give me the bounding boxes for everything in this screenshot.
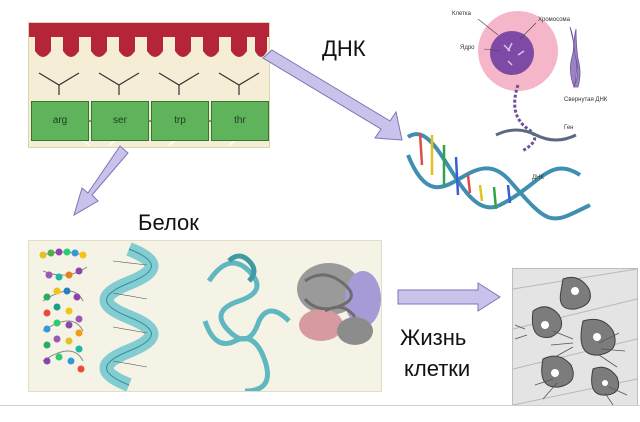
amino-acid-ser: ser (91, 101, 149, 141)
cell-life-label-line1: Жизнь (400, 325, 467, 350)
translation-diagram: arg ser trp thr (28, 22, 270, 148)
dna-structure-illustration: Клетка Хромосома Ядро Свернутая ДНК Ген … (400, 5, 607, 235)
arrow-to-dna (262, 49, 403, 141)
cell-life-micrograph (512, 268, 638, 406)
tertiary-structure (202, 253, 291, 394)
secondary-structure-helix (99, 242, 159, 392)
double-helix (406, 128, 591, 221)
amino-acid-trp: trp (151, 101, 209, 141)
dna-caption: ДНК (532, 175, 544, 181)
arrow-to-cell-life (397, 282, 501, 312)
amino-acid-thr: thr (211, 101, 269, 141)
trna-row (29, 23, 269, 146)
gene-caption: Ген (564, 125, 574, 131)
quaternary-structure (297, 263, 381, 345)
protein-structures-panel (28, 240, 382, 394)
protein-label: Белок (138, 210, 199, 235)
nucleus-caption: Ядро (460, 45, 475, 51)
cell-caption: Клетка (452, 11, 471, 17)
amino-acid-arg: arg (31, 101, 89, 141)
bottom-divider (0, 405, 640, 406)
arrow-to-protein (73, 145, 129, 217)
dna-label: ДНК (322, 36, 366, 61)
coiled-dna-caption: Свернутая ДНК (564, 97, 608, 103)
primary-structure (39, 248, 88, 373)
cell-life-label-line2: клетки (404, 356, 471, 381)
nucleus-shape (490, 31, 534, 75)
chromosome-caption: Хромосома (538, 17, 571, 23)
